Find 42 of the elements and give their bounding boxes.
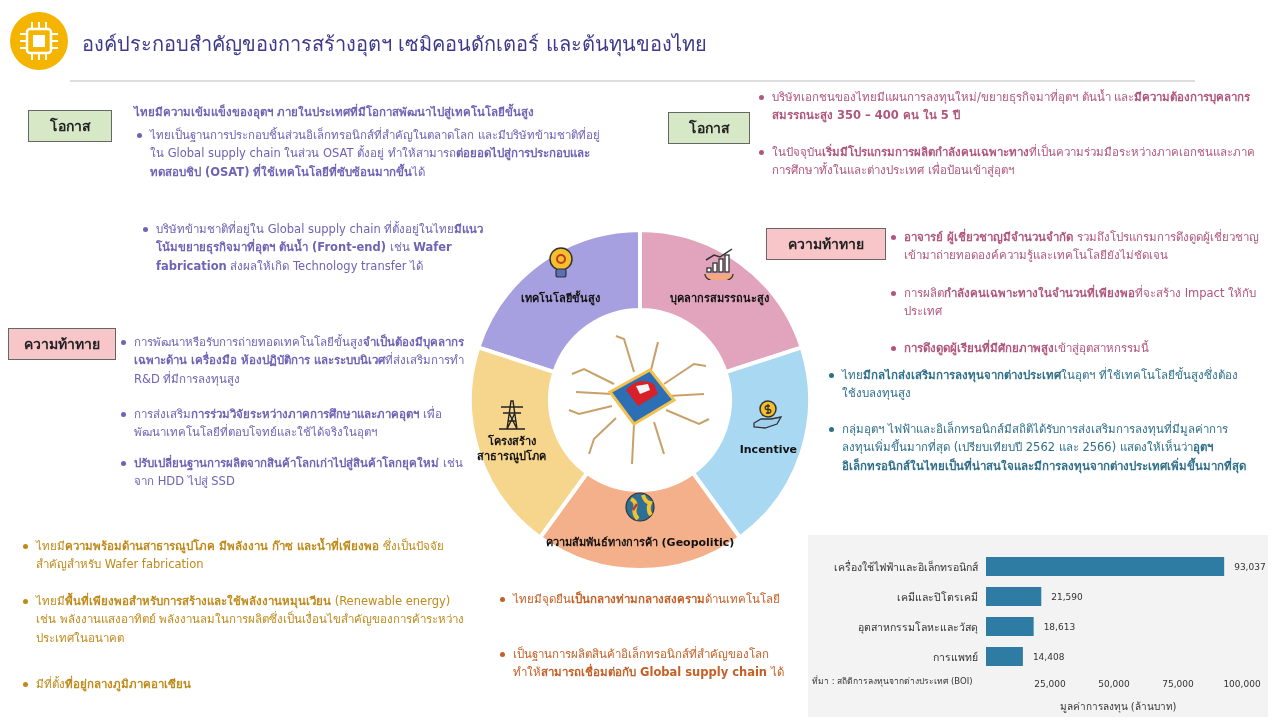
segment-label: Incentive (738, 442, 799, 458)
bullet-text: การพัฒนาหรือรับการถ่ายทอดเทคโนโลยีขั้นสูงจำเป็นต้องมีบุคลากรเฉพาะด้าน เครื่องมือ ห้องปฏิบัติการ และระบบนิเวศที่ส่งเสริมการทำ R&D ที่มีการลงทุนสูง (134, 333, 465, 388)
tick-label: 75,000 (1162, 679, 1194, 689)
bullet-text: ไทยมีพื้นที่เพียงพอสำหรับการสร้างและใช้พลังงานหมุนเวียน (Renewable energy) เช่น พลังงานแสงอาทิตย์ พลังงานลมในการผลิตซึ่งเป็นเงื่อนไขสำคัญของการค้าระหว่างประเทศในอนาคต (36, 592, 466, 647)
title: องค์ประกอบสำคัญของการสร้างอุตฯ เซมิคอนดักเตอร์ และต้นทุนของไทย (82, 31, 707, 59)
section-tag: ความท้าทาย (766, 228, 886, 260)
section-tag: โอกาส (28, 110, 112, 142)
bullet-text: บริษัทข้ามชาติที่อยู่ใน Global supply chain ที่ตั้งอยู่ในไทยมีแนวโน้มขยายธุรกิจมาที่อุตฯ ต้นน้ำ (Front-end) เช่น Wafer fabrication ส่งผลให้เกิด Technology transfer ได้ (156, 220, 485, 275)
value-label: 21,590 (1051, 592, 1083, 602)
ring-segment (470, 347, 588, 538)
segment-label: บุคลากรสมรรถนะสูง (668, 291, 770, 307)
bullet-text: อาจารย์ ผู้เชี่ยวชาญมีจำนวนจำกัด รวมถึงโปรแกรมการดึงดูดผู้เชี่ยวชาญเข้ามาถ่ายทอดองค์ความรู้และเทคโนโลยียังไม่ชัดเจน (904, 228, 1260, 265)
section-tag: ความท้าทาย (8, 328, 116, 360)
bullet-text: กลุ่มอุตฯ ไฟฟ้าและอิเล็กทรอนิกส์มีสถิติได้รับการส่งเสริมการลงทุนที่มีมูลค่าการลงทุนเพิ่มขึ้นมากที่สุด (เปรียบเทียบปี 2562 และ 2566) แสดงให้เห็นว่าอุตฯ อิเล็กทรอนิกส์ในไทยเป็นที่น่าสนใจและมีการลงทุนจากต่างประเทศเพิ่มขึ้นมากที่สุด (842, 420, 1247, 476)
bullet-text: บริษัทเอกชนของไทยมีแผนการลงทุนใหม่/ขยายธุรกิจมาที่อุตฯ ต้นน้ำ และมีความต้องการบุคลากรสมรรถนะสูง 350 – 400 คน ใน 5 ปี (772, 88, 1252, 125)
source-note: ที่มา : สถิติการลงทุนจากต่างประเทศ (BOI) (812, 675, 974, 689)
section-tag: โอกาส (668, 112, 750, 144)
value-label: 14,408 (1032, 652, 1065, 662)
axis-title: มูลค่าการลงทุน (ล้านบาท) (1059, 701, 1177, 712)
bullet-text: ไทยมีความพร้อมด้านสาธารณูปโภค มีพลังงาน ก๊าซ และน้ำที่เพียงพอ ซึ่งเป็นปัจจัยสำคัญสำหรับ Wafer fabrication (36, 537, 445, 574)
bullet-text: ในปัจจุบันเริ่มมีโปรแกรมการผลิตกำลังคนเฉพาะทางที่เป็นความร่วมมือระหว่างภาคเอกชนและภาคการศึกษาทั้งในและต่างประเทศ เพื่อป้อนเข้าสู่อุตฯ (772, 143, 1256, 180)
bullet-text: เป็นฐานการผลิตสินค้าอิเล็กทรอนิกส์ที่สำคัญของโลกทำให้สามารถเชื่อมต่อกับ Global supply chain ได้ (513, 645, 785, 682)
tick-label: 50,000 (1098, 679, 1130, 689)
bullet-text: ไทยมีกลไกส่งเสริมการลงทุนจากต่างประเทศในอุตฯ ที่ใช้เทคโนโลยีขั้นสูงซึ่งต้องใช้งบลงทุนสูง (842, 366, 1239, 403)
bullet-text: การผลิตกำลังคนเฉพาะทางในจำนวนที่เพียงพอที่จะสร้าง Impact ให้กับประเทศ (904, 284, 1258, 321)
value-label: 93,037 (1234, 562, 1266, 572)
tick-label: 100,000 (1223, 679, 1261, 689)
bullet-text: ไทยมีจุดยืนเป็นกลางท่ามกลางสงครามด้านเทคโนโลยี (513, 590, 781, 608)
segment-label: ความสัมพันธ์ทางการค้า (Geopolitic) (544, 535, 736, 551)
segment-label: เทคโนโลยีขั้นสูง (520, 291, 602, 307)
bullet-text: ไทยเป็นฐานการประกอบชิ้นส่วนอิเล็กทรอนิกส์ที่สำคัญในตลาดโลก และมีบริษัทข้ามชาติที่อยู่ใน Global supply chain ในส่วน OSAT ตั้งอยู่ ทำให้สามารถต่อยอดไปสู่การประกอบและทดสอบชิป (OSAT) ที่ใช้เทคโนโลยีที่ซับซ้อนมากขึ้นได้ (150, 126, 601, 181)
bullet-text: มีที่ตั้งที่อยู่กลางภูมิภาคอาเซียน (36, 675, 192, 694)
category-label: เครื่องใช้ไฟฟ้าและอิเล็กทรอนิกส์ (834, 561, 978, 573)
bullet-text: การดึงดูดผู้เรียนที่มีศักยภาพสูงเข้าสู่อุตสาหกรรมนี้ (904, 339, 1150, 358)
bullet-text: ปรับเปลี่ยนฐานการผลิตจากสินค้าโลกเก่าไปสู่สินค้าโลกยุคใหม่ เช่น จาก HDD ไปสู่ SSD (134, 454, 464, 491)
category-label: อุตสาหกรรมโลหะและวัสดุ (858, 621, 978, 633)
tick-label: 25,000 (1034, 679, 1066, 689)
category-label: การแพทย์ (933, 651, 978, 663)
value-label: 18,613 (1043, 622, 1076, 632)
heading-text: ไทยมีความเข้มแข็งของอุตฯ ภายในประเทศที่มีโอกาสพัฒนาไปสู่เทคโนโลยีขั้นสูง (134, 103, 535, 122)
bullet-text: การส่งเสริมการร่วมวิจัยระหว่างภาคการศึกษาและภาคอุตฯ เพื่อพัฒนาเทคโนโลยีที่ตอบโจทย์และใช้ได้จริงในอุตฯ (134, 405, 443, 442)
category-label: เคมีและปิโตรเคมี (897, 591, 978, 603)
